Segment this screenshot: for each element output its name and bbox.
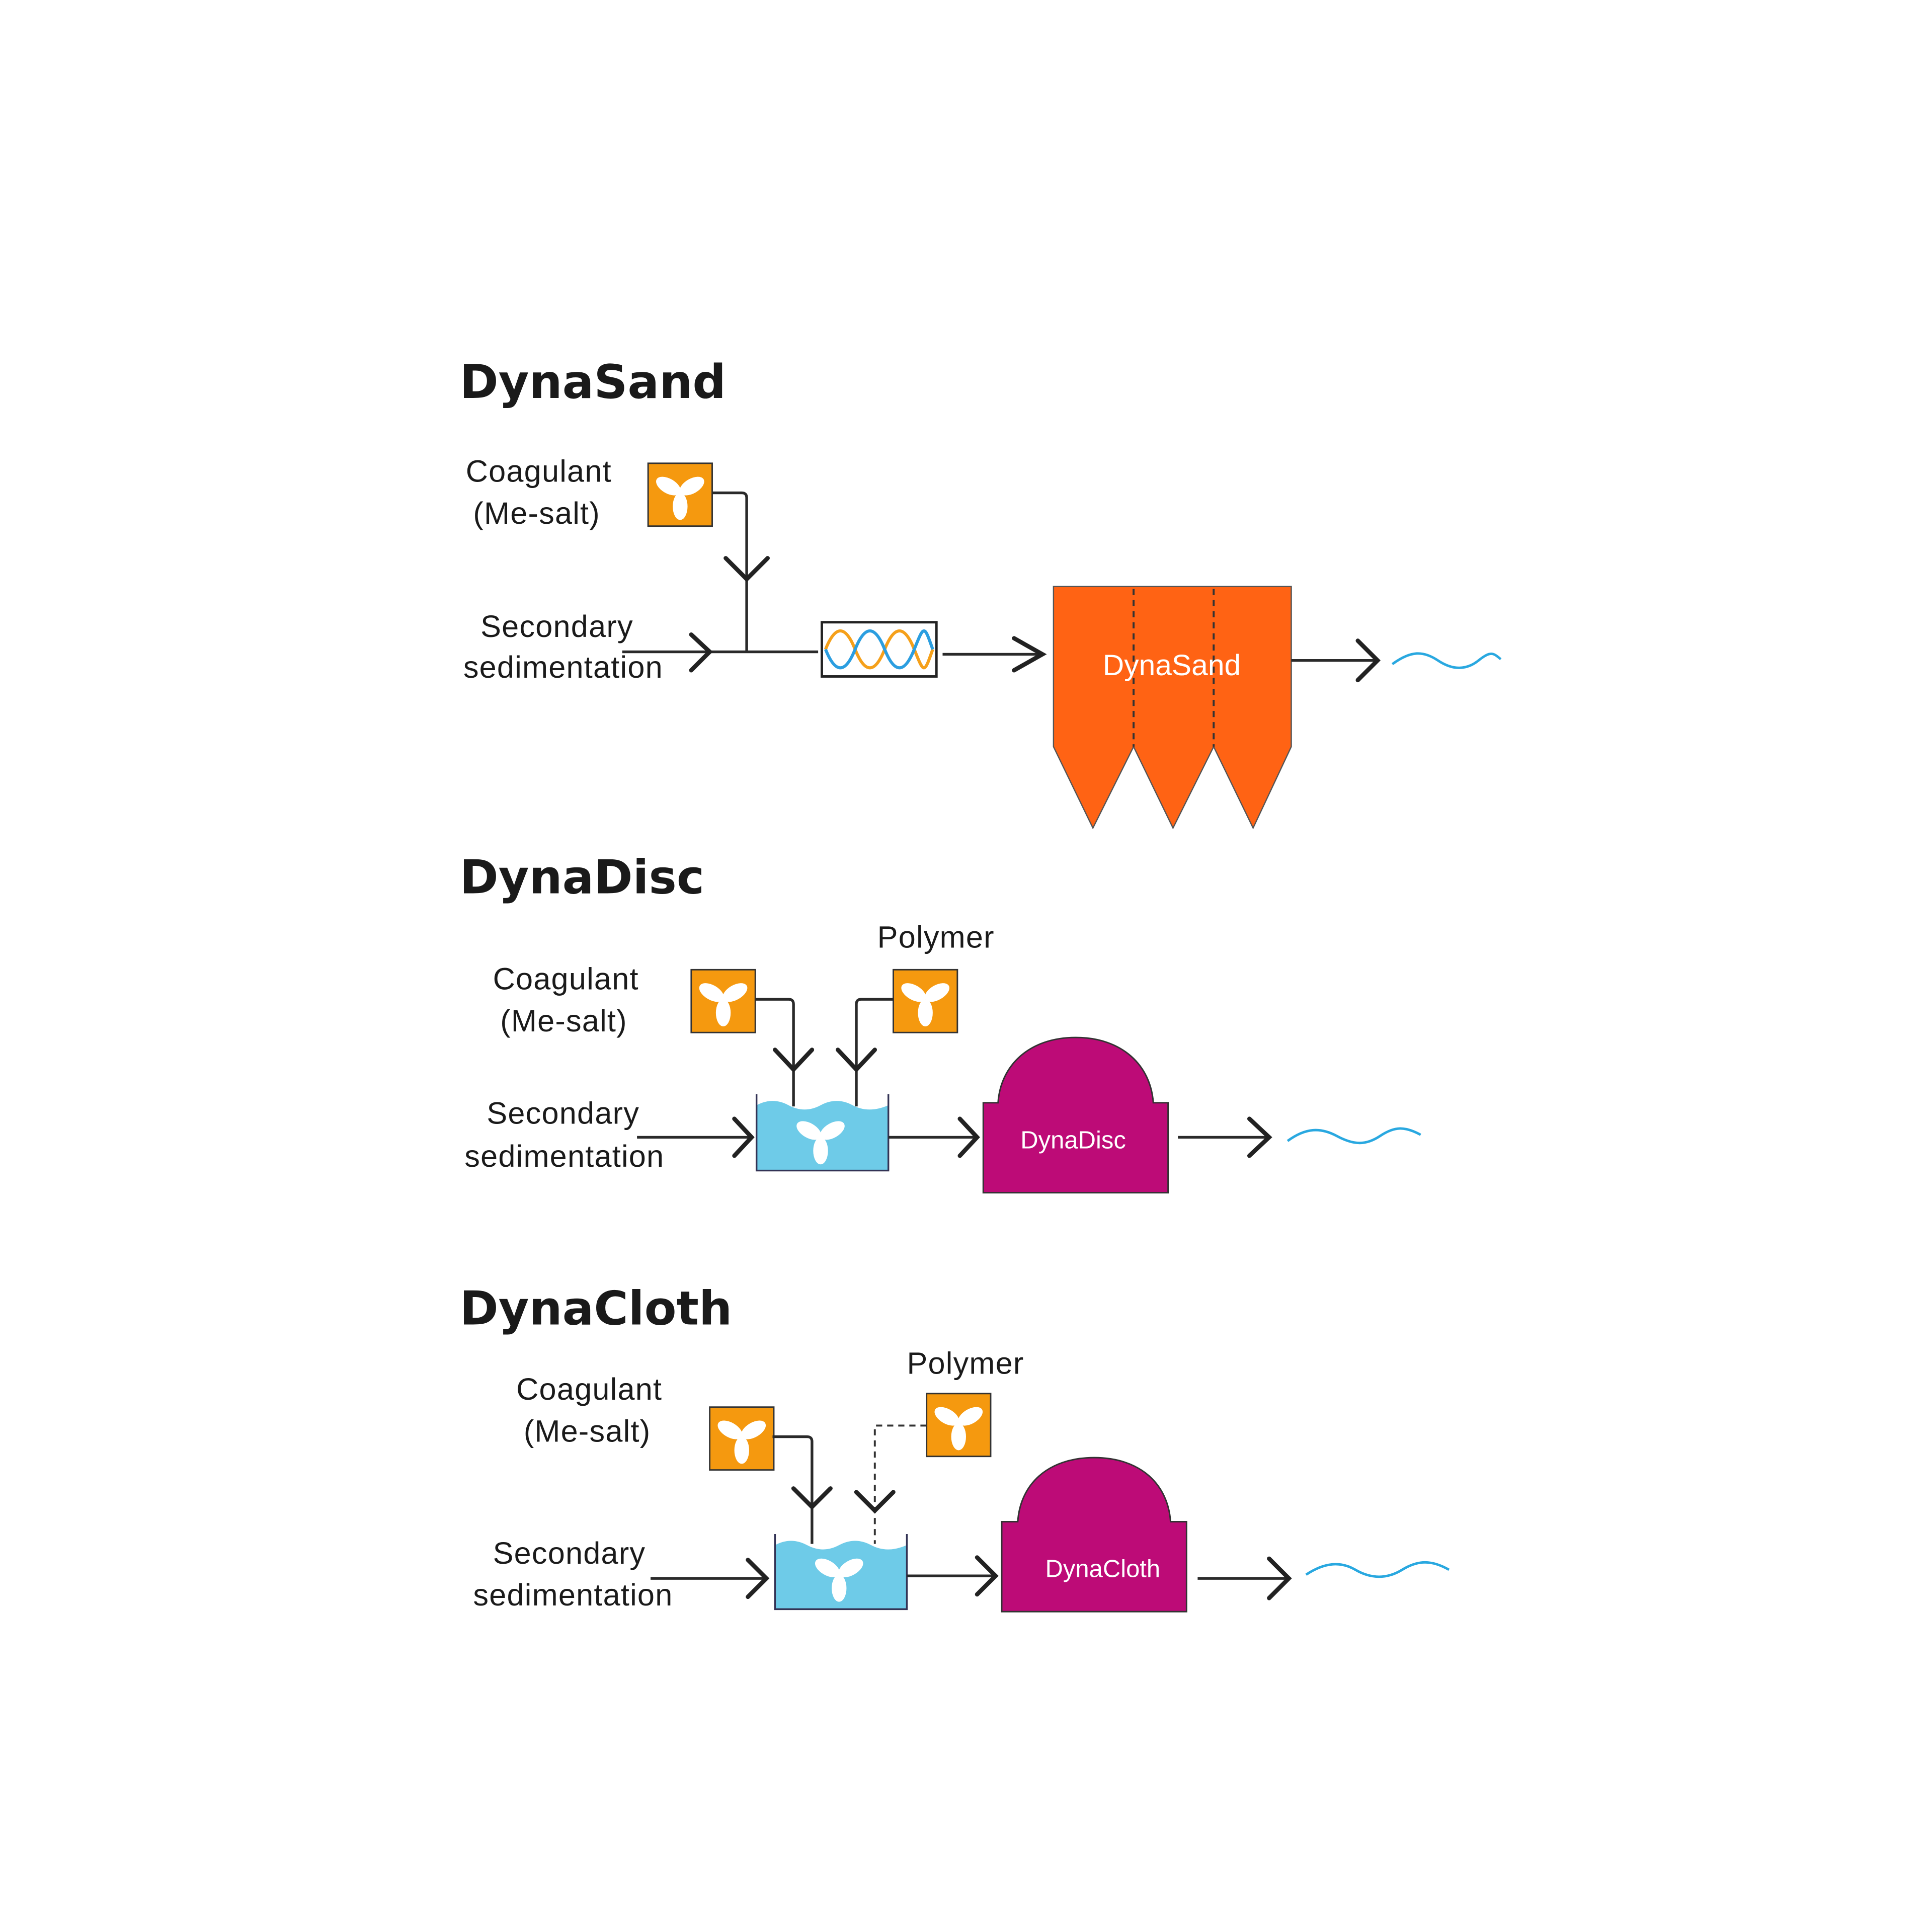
chevron-arrow-icon bbox=[1247, 1116, 1272, 1158]
dynasand-section: DynaSand Coagulant (Me-salt) Secondary s… bbox=[459, 355, 1502, 830]
chevron-arrow-icon bbox=[975, 1555, 999, 1597]
flocculation-tank bbox=[774, 1534, 908, 1611]
chevron-arrow-icon bbox=[746, 1558, 770, 1599]
section-title: DynaDisc bbox=[459, 850, 704, 905]
polymer-feed-line-optional bbox=[873, 1424, 927, 1544]
chevron-arrow-icon bbox=[1355, 638, 1381, 683]
section-title: DynaCloth bbox=[459, 1281, 732, 1336]
coagulant-sublabel: (Me-salt) bbox=[473, 496, 600, 530]
unit-label: DynaSand bbox=[1103, 649, 1241, 682]
polymer-label: Polymer bbox=[907, 1346, 1024, 1381]
section-title: DynaSand bbox=[459, 355, 726, 409]
coagulant-label: Coagulant bbox=[493, 962, 639, 996]
static-mixer-icon bbox=[821, 621, 938, 678]
chevron-arrow-icon bbox=[732, 1116, 755, 1158]
dynadisc-filter-unit: DynaDisc bbox=[982, 1036, 1169, 1194]
flocculation-tank bbox=[755, 1094, 890, 1172]
coagulant-dosing-propeller-icon bbox=[691, 970, 755, 1032]
coagulant-feed-line bbox=[755, 998, 795, 1107]
dynadisc-section: DynaDisc Coagulant (Me-salt) Polymer Sec… bbox=[459, 850, 1421, 1194]
influent-sublabel: sedimentation bbox=[463, 650, 663, 684]
coagulant-feed-line bbox=[712, 491, 748, 652]
chevron-arrow-icon bbox=[836, 1048, 877, 1073]
dynacloth-filter-unit: DynaCloth bbox=[1001, 1457, 1187, 1613]
coagulant-sublabel: (Me-salt) bbox=[500, 1004, 627, 1038]
chevron-arrow-icon bbox=[689, 632, 713, 673]
chevron-arrow-icon bbox=[773, 1048, 815, 1073]
polymer-dosing-propeller-icon bbox=[894, 970, 957, 1032]
coagulant-sublabel: (Me-salt) bbox=[524, 1414, 651, 1448]
chevron-arrow-icon bbox=[957, 1116, 980, 1158]
chevron-arrow-icon bbox=[723, 556, 770, 583]
influent-label: Secondary bbox=[480, 609, 633, 643]
chevron-arrow-icon bbox=[1012, 636, 1047, 673]
coagulant-label: Coagulant bbox=[516, 1372, 662, 1406]
chevron-arrow-icon bbox=[854, 1490, 896, 1514]
coagulant-label: Coagulant bbox=[466, 454, 612, 489]
influent-sublabel: sedimentation bbox=[473, 1578, 673, 1612]
influent-sublabel: sedimentation bbox=[464, 1139, 664, 1173]
chevron-arrow-icon bbox=[1267, 1556, 1292, 1600]
water-wave-icon bbox=[1286, 1127, 1421, 1145]
coagulant-feed-line bbox=[772, 1435, 814, 1544]
influent-label: Secondary bbox=[487, 1096, 639, 1130]
coagulant-dosing-propeller-icon bbox=[710, 1407, 774, 1470]
chevron-arrow-icon bbox=[791, 1486, 833, 1510]
influent-label: Secondary bbox=[493, 1536, 646, 1570]
dynacloth-section: DynaCloth Coagulant (Me-salt) Polymer Se… bbox=[459, 1281, 1450, 1613]
unit-label: DynaCloth bbox=[1045, 1556, 1161, 1583]
coagulant-dosing-propeller-icon bbox=[648, 463, 712, 526]
dynasand-filter-unit: DynaSand bbox=[1053, 586, 1292, 830]
polymer-dosing-propeller-icon bbox=[927, 1394, 991, 1457]
water-wave-icon bbox=[1305, 1561, 1450, 1578]
polymer-label: Polymer bbox=[877, 920, 995, 954]
water-wave-icon bbox=[1391, 652, 1502, 669]
polymer-feed-line bbox=[855, 998, 894, 1107]
unit-label: DynaDisc bbox=[1020, 1126, 1126, 1154]
